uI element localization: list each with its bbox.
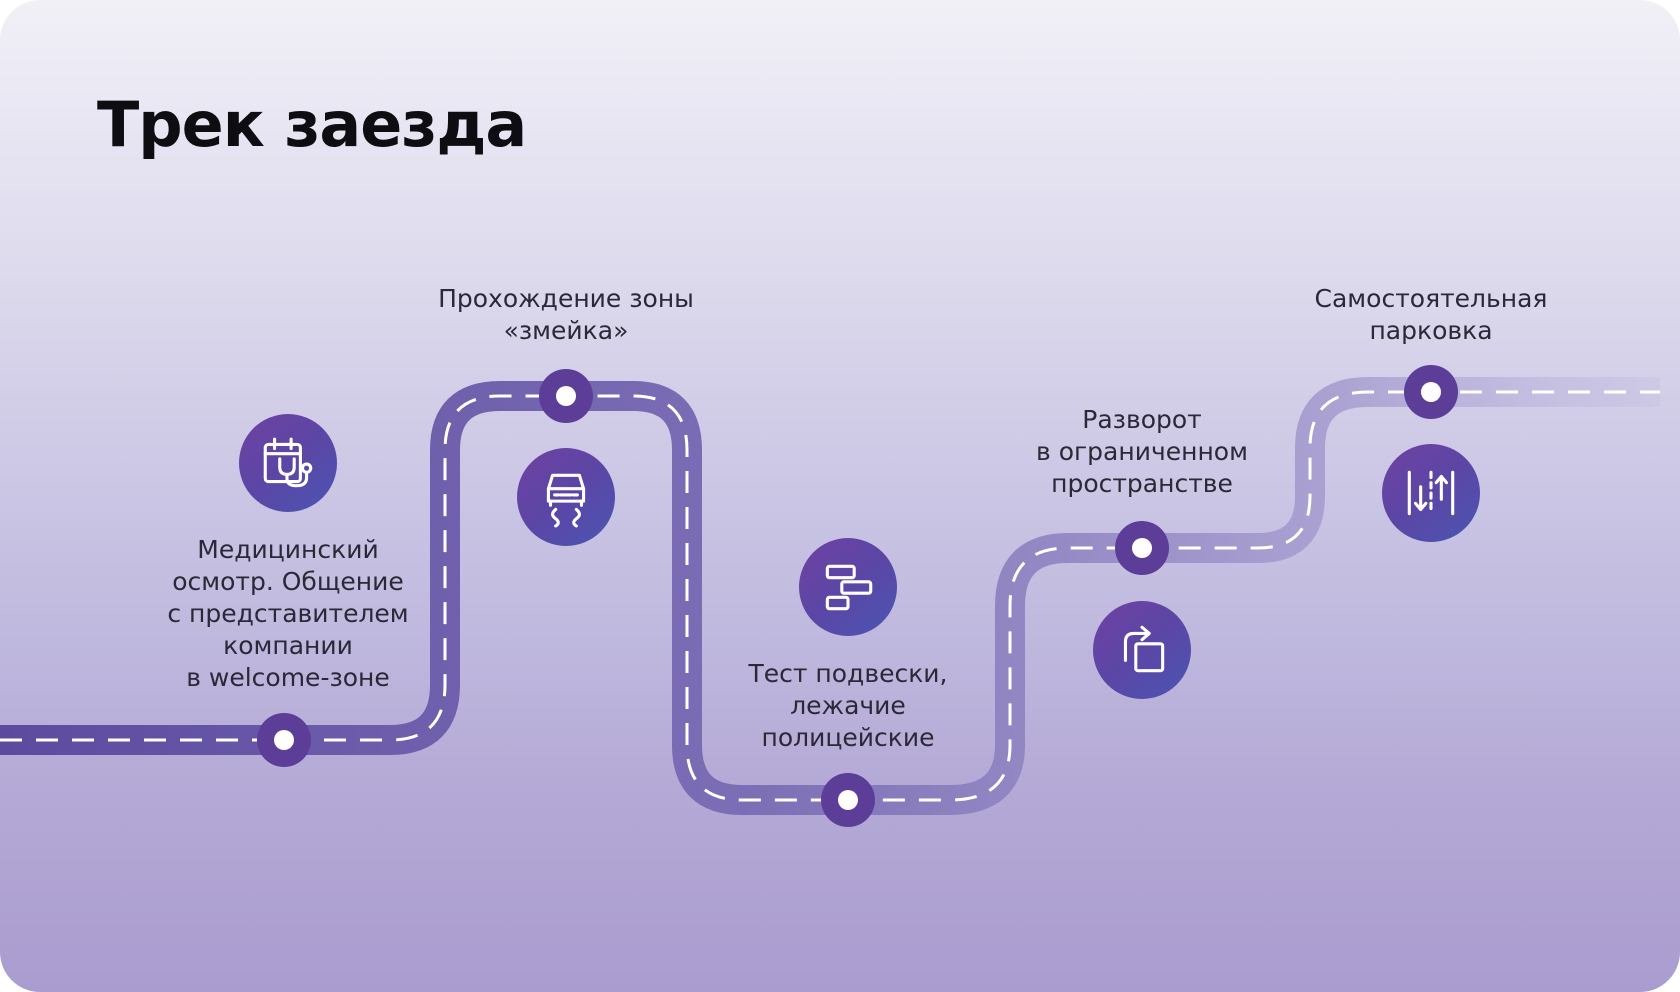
step-label: Медицинский осмотр. Общение с представит… (167, 535, 409, 692)
step-label: Самостоятельная парковка (1314, 284, 1548, 345)
parking-lanes-icon (1382, 444, 1480, 542)
step-marker (821, 773, 875, 827)
step-marker (1404, 365, 1458, 419)
step-marker (539, 369, 593, 423)
step-marker (1115, 521, 1169, 575)
car-slalom-icon (517, 448, 615, 546)
u-turn-icon (1093, 601, 1191, 699)
calendar-stethoscope-icon (239, 414, 337, 512)
page-title: Трек заезда (97, 88, 527, 161)
step-label: Прохождение зоны «змейка» (438, 284, 694, 345)
speed-bumps-icon (799, 538, 897, 636)
road-center-dashes (0, 390, 1660, 802)
step-label: Тест подвески, лежачие полицейские (748, 659, 948, 752)
step-label: Разворот в ограниченном пространстве (1036, 405, 1248, 498)
step-marker (257, 713, 311, 767)
